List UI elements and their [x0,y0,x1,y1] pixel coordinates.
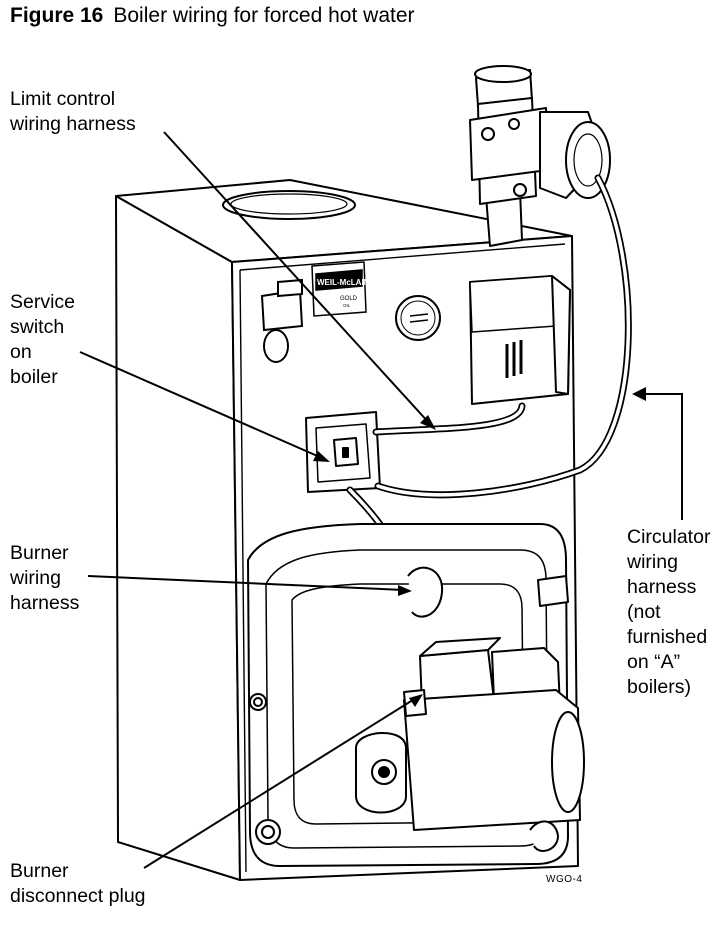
label-line: on “A” [627,651,681,673]
label-line: Service [10,291,76,313]
label-line: boiler [10,366,58,388]
label-line: (not [627,601,661,623]
temperature-gauge [395,295,441,341]
nameplate-brand: WEIL-McLAIN [317,278,370,287]
drawing-code: WGO-4 [546,874,583,885]
label-burner-disconnect-plug: Burner disconnect plug [10,859,146,909]
label-line: harness [10,592,80,614]
label-line: disconnect plug [10,885,146,907]
label-burner-wiring-harness: Burner wiring harness [10,541,79,616]
label-line: Circulator [627,526,711,548]
figure-caption: Boiler wiring for forced hot water [113,4,415,27]
limit-control-box [469,275,571,405]
relief-valve [260,278,304,363]
service-switch-box [305,411,381,493]
label-line: on [10,341,32,363]
label-line: wiring [627,551,678,573]
label-line: harness [627,576,697,598]
label-limit-control-harness: Limit control wiring harness [10,87,136,137]
label-service-switch: Service switch on boiler [10,290,75,390]
label-circulator-harness: Circulator wiring harness (not furnished… [627,525,710,700]
nameplate [311,261,367,317]
figure-number: Figure 16 [10,4,104,27]
label-line: wiring harness [10,113,136,135]
label-line: Burner [10,542,69,564]
flue-opening [222,190,356,220]
boiler-left-side [115,195,241,881]
figure-title: Figure 16 Boiler wiring for forced hot wa… [10,4,415,28]
label-line: switch [10,316,65,338]
nameplate-model: GOLD [340,296,358,302]
label-line: furnished [627,626,708,648]
label-line: Burner [10,860,69,882]
burner [355,637,585,852]
label-line: wiring [10,567,61,589]
label-line: Limit control [10,88,116,110]
circulator-pump [469,65,611,247]
nameplate-sub: OIL [343,303,351,308]
label-line: boilers) [627,676,691,698]
